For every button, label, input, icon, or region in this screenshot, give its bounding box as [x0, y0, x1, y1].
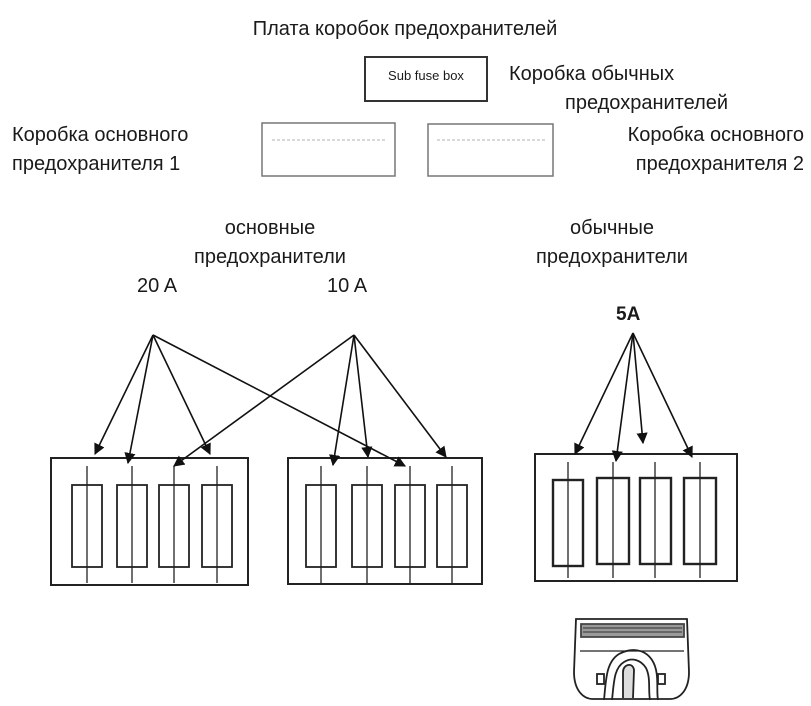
- regular-fuses-label-line2: предохранители: [536, 246, 688, 268]
- arrows-5a: [574, 332, 693, 463]
- sub-fuse-box-outline: [364, 56, 488, 102]
- rating-20a-label: 20 A: [137, 275, 178, 297]
- main-fuses-label-line2: предохранители: [194, 246, 346, 268]
- regular-box-label-line2: предохранителей: [565, 92, 729, 114]
- regular-fuses-label-line1: обычные: [570, 217, 654, 239]
- rating-5a-label: 5A: [616, 304, 641, 325]
- fuse-puller-illustration: [573, 618, 690, 701]
- main-box-1-label-line2: предохранителя 1: [12, 153, 181, 175]
- main-box-1-outline: [261, 122, 396, 177]
- main-box-1-label-line1: Коробка основного: [12, 124, 189, 146]
- fuse-box-2-fuses: [305, 484, 468, 568]
- fuse-box-3: [534, 453, 738, 582]
- diagram-title: Плата коробок предохранителей: [252, 18, 558, 40]
- rating-10a-label: 10 A: [327, 275, 368, 297]
- fuse-box-1: [50, 457, 249, 586]
- fuse-box-2: [287, 457, 483, 585]
- arrows-10a: [173, 334, 447, 467]
- arrows-20a: [94, 334, 406, 467]
- main-box-2-outline: [427, 123, 554, 177]
- main-fuses-label-line1: основные: [224, 217, 316, 239]
- sub-fuse-box-label: Sub fuse box: [388, 68, 464, 83]
- main-box-2-label-line1: Коробка основного: [627, 124, 804, 146]
- main-box-2-label-line2: предохранителя 2: [635, 153, 804, 175]
- regular-box-label-line1: Коробка обычных: [509, 63, 675, 85]
- fuse-box-3-fuses: [551, 476, 718, 568]
- fuse-box-1-fuses: [71, 484, 233, 568]
